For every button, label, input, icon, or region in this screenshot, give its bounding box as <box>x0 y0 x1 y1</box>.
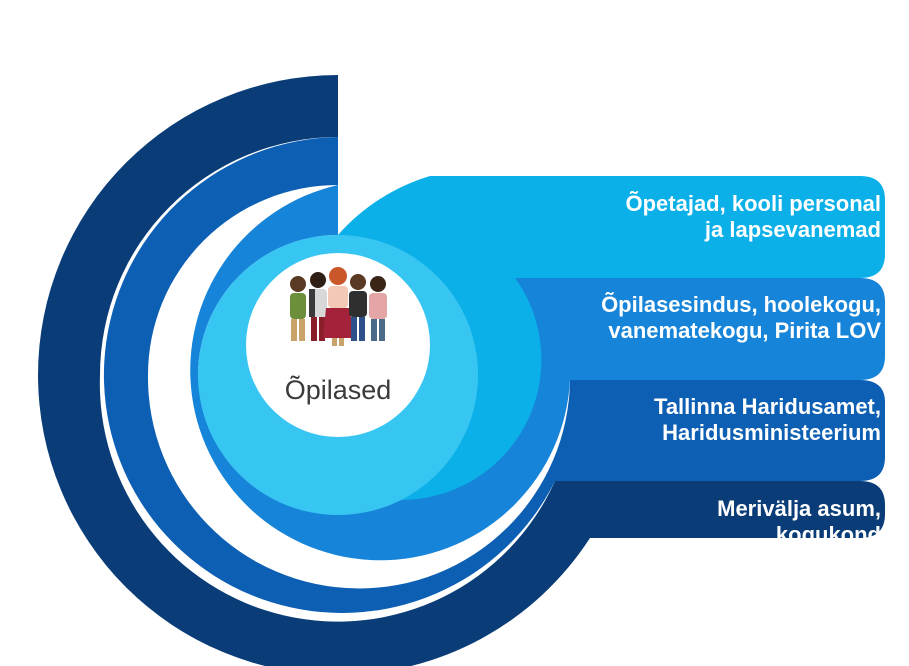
layer-label-line: Õpilasesindus, hoolekogu, <box>601 292 881 317</box>
students-group-icon <box>290 267 387 346</box>
layer-label-education-authorities: Tallinna Haridusamet, Haridusministeeriu… <box>654 394 881 446</box>
layer-label-line: Merivälja asum, <box>717 496 881 521</box>
layer-label-teachers: Õpetajad, kooli personal ja lapsevanemad <box>625 191 881 243</box>
layer-label-line: Tallinna Haridusamet, <box>654 394 881 419</box>
layer-label-community: Merivälja asum, kogukond <box>717 496 881 548</box>
layer-label-line: ja lapsevanemad <box>704 217 881 242</box>
layer-label-line: vanematekogu, Pirita LOV <box>608 318 881 343</box>
layer-label-student-council: Õpilasesindus, hoolekogu, vanematekogu, … <box>601 292 881 344</box>
layer-label-line: kogukond <box>775 522 881 547</box>
layer-label-line: Haridusministeerium <box>662 420 881 445</box>
center-label: Õpilased <box>284 375 392 405</box>
layer-label-line: Õpetajad, kooli personal <box>625 191 881 216</box>
ring-band-4 <box>38 75 885 666</box>
